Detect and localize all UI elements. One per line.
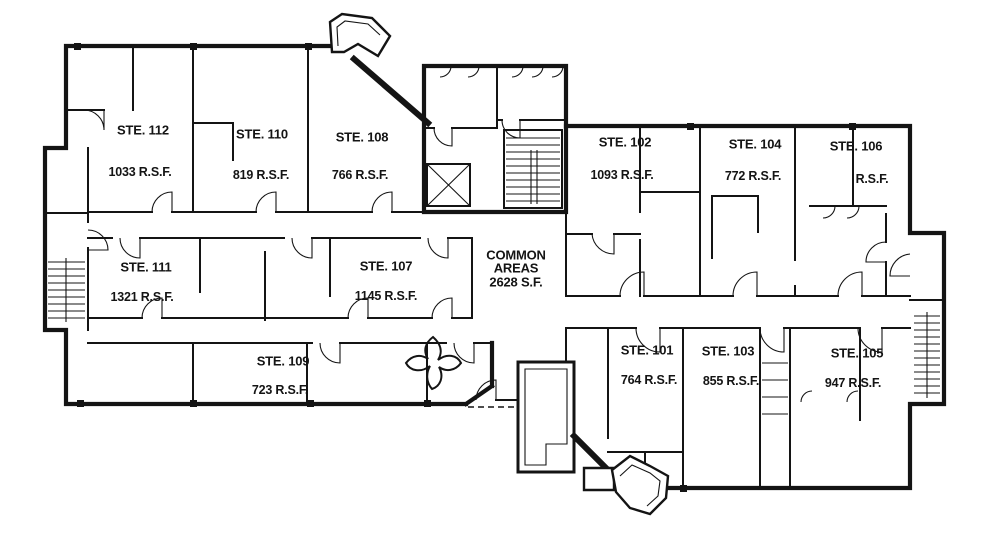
restroom-walls — [423, 65, 567, 129]
suite-102-sqft: 1093 R.S.F. — [590, 168, 654, 182]
suite-111-name: STE. 111 — [120, 259, 172, 275]
column-markers — [74, 43, 856, 492]
suite-104-name: STE. 104 — [728, 136, 782, 152]
suite-101-name: STE. 101 — [620, 342, 674, 358]
suite-109-name: STE. 109 — [256, 353, 310, 369]
vestibule-south — [495, 360, 576, 474]
partition-walls — [44, 45, 945, 489]
pinwheel-feature — [404, 335, 463, 391]
suite-105-name: STE. 105 — [830, 345, 884, 361]
suite-110-sqft: 819 R.S.F. — [232, 168, 290, 182]
common-areas-line1: COMMON — [486, 247, 546, 263]
service-shaft — [762, 362, 788, 415]
entrance-north — [328, 12, 392, 58]
diagonal-entry-walls — [349, 54, 631, 493]
suite-107-sqft: 1145 R.S.F. — [354, 289, 418, 303]
suite-103-sqft: 855 R.S.F. — [702, 374, 760, 388]
suite-110-name: STE. 110 — [236, 126, 288, 142]
suite-108-name: STE. 108 — [335, 129, 389, 145]
elevator — [426, 163, 471, 207]
suite-106-name: STE. 106 — [829, 138, 883, 154]
restroom-stalls — [439, 65, 564, 78]
suite-104-sqft: 772 R.S.F. — [724, 169, 782, 183]
stair-core — [503, 129, 563, 209]
stair-east — [914, 312, 940, 398]
suite-107-name: STE. 107 — [359, 258, 413, 274]
suite-105-sqft: 947 R.S.F. — [824, 376, 882, 390]
suite-112-name: STE. 112 — [117, 122, 169, 138]
suite-101-sqft: 764 R.S.F. — [620, 373, 678, 387]
common-areas-line3: 2628 S.F. — [489, 274, 543, 290]
suite-112-sqft: 1033 R.S.F. — [108, 165, 172, 179]
door-arcs — [83, 65, 911, 403]
suite-108-sqft: 766 R.S.F. — [331, 168, 389, 182]
suite-106-sqft: R.S.F. — [855, 172, 889, 186]
suite-109-sqft: 723 R.S.F. — [251, 383, 309, 397]
common-areas-line2: AREAS — [493, 260, 539, 276]
suite-103-name: STE. 103 — [701, 343, 755, 359]
suite-102-name: STE. 102 — [598, 134, 652, 150]
entrance-south — [582, 454, 670, 516]
suite-111-sqft: 1321 R.S.F. — [110, 290, 174, 304]
stair-west — [48, 258, 85, 322]
